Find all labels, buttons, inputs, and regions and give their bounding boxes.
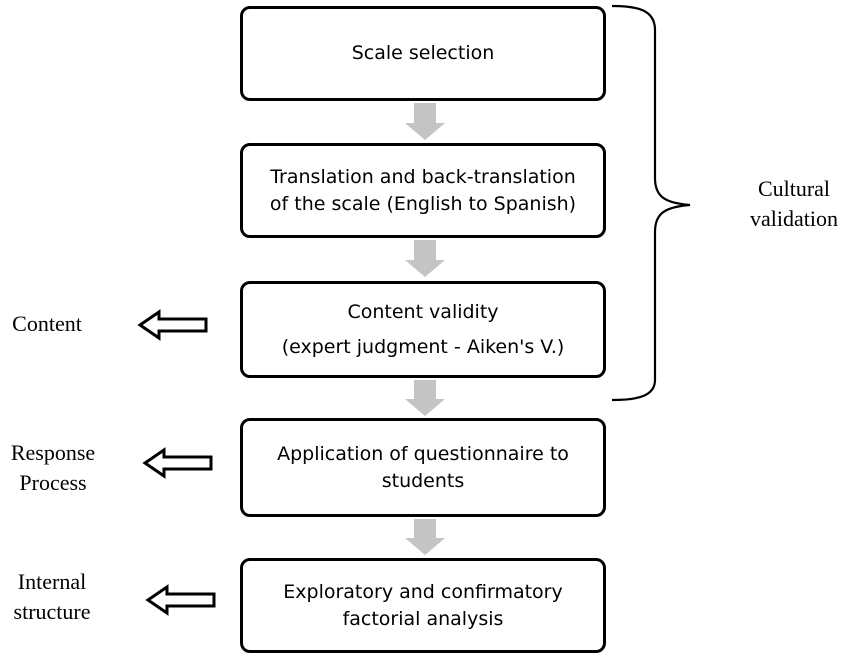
evidence-label-line: structure (13, 599, 91, 624)
step-line: Scale selection (351, 42, 495, 65)
step-box-translation: Translation and back-translation of the … (240, 143, 606, 238)
evidence-label-line: Internal (17, 569, 87, 594)
step-line: Exploratory and confirmatory (283, 581, 563, 604)
step-line: students (381, 469, 465, 492)
step-line: factorial analysis (342, 607, 504, 630)
step-box-application: Application of questionnaire to students (240, 418, 606, 517)
evidence-label-content: Content (2, 309, 92, 339)
flow-arrow-1 (405, 103, 445, 140)
bracket-label-line: validation (750, 206, 838, 231)
evidence-label-response-process: Response Process (0, 438, 106, 498)
flow-arrow-3 (405, 380, 445, 416)
step-line: of the scale (English to Spanish) (269, 192, 577, 215)
step-line: Content validity (347, 301, 499, 324)
step-line: (expert judgment - Aiken's V.) (281, 335, 565, 358)
step-line: Application of questionnaire to (277, 443, 569, 466)
flow-arrow-4 (405, 519, 445, 555)
step-line: Translation and back-translation (270, 166, 576, 189)
bracket-label-line: Cultural (757, 176, 831, 201)
side-arrow-internal-structure (145, 584, 216, 616)
bracket-label-cultural-validation: Cultural validation (738, 174, 850, 234)
evidence-label-line: Process (19, 470, 87, 495)
step-box-content-validity: Content validity (expert judgment - Aike… (240, 281, 606, 378)
flow-arrow-2 (405, 240, 445, 277)
evidence-label-line: Response (10, 440, 96, 465)
side-arrow-response-process (142, 447, 213, 479)
evidence-label-internal-structure: Internal structure (2, 567, 102, 627)
evidence-label-line: Content (12, 311, 82, 336)
side-arrow-content (137, 309, 208, 341)
step-box-factorial-analysis: Exploratory and confirmatory factorial a… (240, 558, 606, 653)
step-box-scale-selection: Scale selection (240, 6, 606, 101)
cultural-validation-brace (611, 4, 691, 402)
